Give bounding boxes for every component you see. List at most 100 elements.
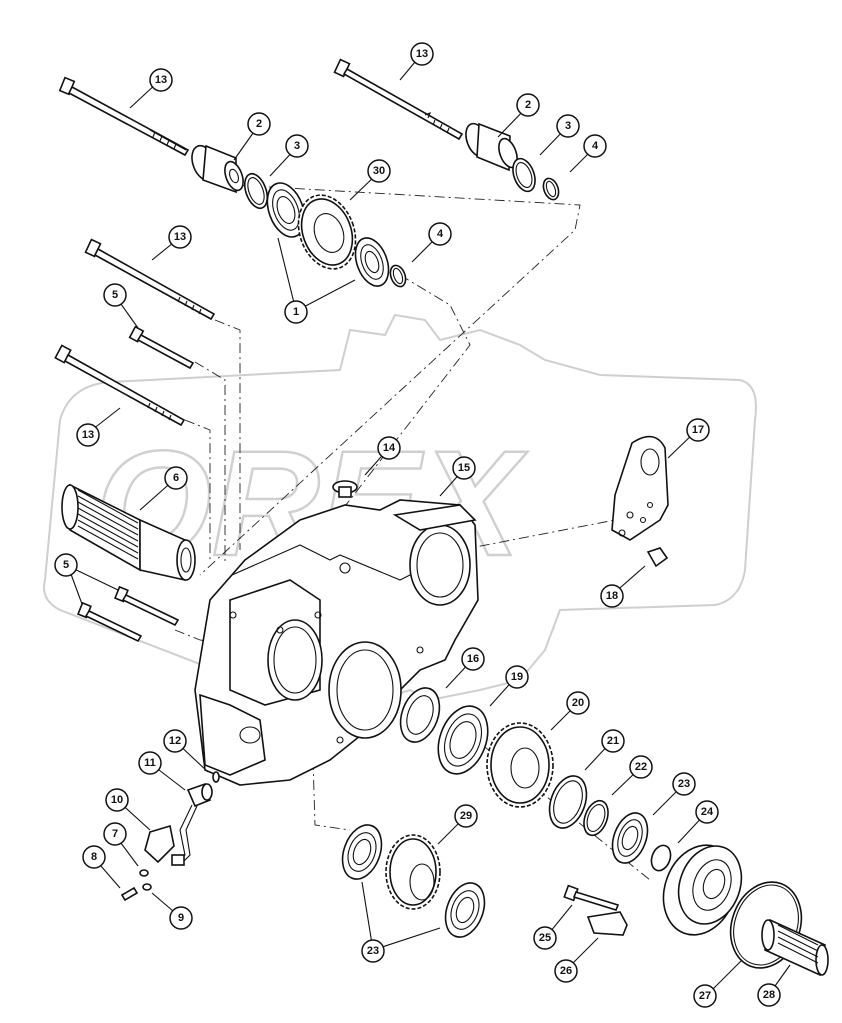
svg-text:25: 25	[539, 932, 551, 944]
svg-text:3: 3	[565, 120, 571, 132]
callout-19: 19	[505, 665, 529, 689]
svg-text:3: 3	[294, 140, 300, 152]
svg-text:10: 10	[111, 794, 123, 806]
long-bolt-13-middle	[84, 238, 216, 321]
bolt-5-upper	[128, 325, 195, 370]
bolt-5-lower-b	[77, 601, 143, 643]
callout-3: 3	[285, 134, 309, 158]
svg-text:30: 30	[373, 165, 385, 177]
bearing-23-right	[611, 812, 649, 864]
callout-13: 13	[149, 68, 173, 92]
callout-17: 17	[686, 418, 710, 442]
callout-12: 12	[163, 729, 187, 753]
callout-15: 15	[452, 456, 476, 480]
callout-13: 13	[410, 42, 434, 66]
ring-21	[548, 775, 588, 829]
bolt-5-lower-a	[114, 585, 180, 627]
svg-text:17: 17	[692, 424, 704, 436]
svg-text:6: 6	[173, 472, 179, 484]
callout-4: 4	[428, 222, 452, 246]
callout-6: 6	[164, 466, 188, 490]
washer-9	[142, 883, 152, 891]
long-bolt-13-lower	[54, 344, 186, 427]
callout-20: 20	[566, 691, 590, 715]
svg-text:20: 20	[572, 697, 584, 709]
callout-7: 7	[103, 822, 127, 846]
svg-text:16: 16	[467, 653, 479, 665]
svg-text:2: 2	[256, 118, 262, 130]
svg-text:5: 5	[63, 559, 69, 571]
callout-9: 9	[169, 906, 193, 930]
plug-14	[332, 480, 358, 498]
svg-text:15: 15	[458, 462, 470, 474]
callout-23: 23	[672, 772, 696, 796]
svg-text:23: 23	[367, 945, 379, 957]
gear-housing-15	[194, 499, 479, 786]
output-housing-27	[662, 844, 743, 936]
bearing-1-left	[266, 182, 306, 238]
output-shaft-28	[761, 918, 829, 977]
callout-30: 30	[367, 159, 391, 183]
svg-text:14: 14	[383, 442, 396, 454]
svg-text:19: 19	[511, 671, 523, 683]
o-ring-4-right	[542, 177, 560, 201]
svg-text:4: 4	[437, 228, 444, 240]
callout-3: 3	[556, 114, 580, 138]
svg-text:7: 7	[112, 828, 118, 840]
o-ring-4-left	[389, 264, 407, 288]
callout-5: 5	[103, 283, 127, 307]
washer-7	[139, 869, 149, 877]
svg-text:4: 4	[592, 140, 599, 152]
bearing-19	[437, 705, 489, 775]
idler-shaft-2-left	[191, 144, 244, 194]
o-ring-3-left	[243, 172, 269, 210]
svg-text:28: 28	[763, 989, 775, 1001]
svg-text:23: 23	[678, 778, 690, 790]
long-bolt-13-upper-left	[58, 76, 190, 157]
long-bolt-13-upper-right	[333, 58, 464, 141]
callout-11: 11	[138, 751, 162, 775]
snap-ring-22	[583, 799, 609, 837]
callout-8: 8	[82, 845, 106, 869]
callout-14: 14	[377, 436, 401, 460]
bolt-8	[120, 886, 139, 902]
svg-text:26: 26	[560, 965, 572, 977]
callout-26: 26	[554, 959, 578, 983]
callouts: 13 2 3 30 4 1 13 2 3 4 13 5 13 6 14 15 1…	[54, 42, 781, 1008]
callout-21: 21	[601, 729, 625, 753]
callout-2: 2	[516, 93, 540, 117]
clamp-10	[144, 824, 175, 864]
callout-10: 10	[105, 788, 129, 812]
o-ring-12	[212, 771, 220, 783]
callout-5: 5	[54, 553, 78, 577]
svg-text:13: 13	[155, 74, 167, 86]
lock-plate-26	[586, 911, 628, 936]
bearing-1-right	[354, 237, 390, 287]
gear-29	[385, 834, 441, 910]
seal-16	[399, 687, 441, 743]
svg-text:29: 29	[460, 810, 472, 822]
svg-text:13: 13	[416, 48, 428, 60]
gear-20	[486, 722, 554, 808]
bearing-23-lower	[444, 882, 486, 938]
gear-30	[297, 194, 357, 270]
callout-22: 22	[629, 755, 653, 779]
callout-23: 23	[361, 939, 385, 963]
idler-shaft-2-right	[465, 122, 518, 172]
svg-text:11: 11	[144, 757, 156, 769]
callout-13: 13	[168, 225, 192, 249]
o-ring-3-right	[512, 157, 536, 193]
svg-text:12: 12	[169, 735, 181, 747]
svg-text:27: 27	[699, 990, 711, 1002]
svg-text:8: 8	[91, 851, 97, 863]
svg-text:9: 9	[178, 912, 184, 924]
bracket-17	[611, 435, 669, 541]
svg-text:13: 13	[174, 231, 186, 243]
sensor-11	[171, 782, 213, 866]
svg-text:24: 24	[701, 806, 714, 818]
callout-29: 29	[454, 804, 478, 828]
svg-text:13: 13	[82, 429, 94, 441]
svg-text:22: 22	[635, 761, 647, 773]
callout-2: 2	[247, 112, 271, 136]
